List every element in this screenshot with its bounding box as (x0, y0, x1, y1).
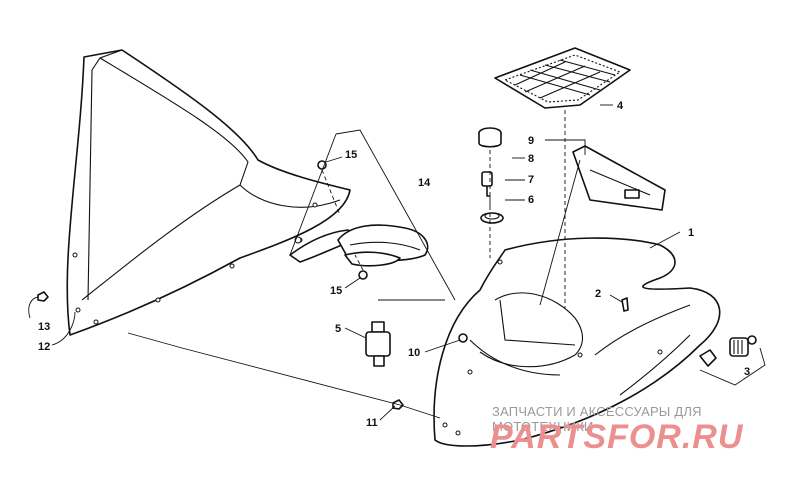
screw-10 (458, 333, 468, 343)
vent-grille (494, 47, 631, 109)
callout-15-bottom: 15 (330, 285, 342, 297)
cap-8 (478, 127, 502, 148)
windshield (66, 49, 351, 336)
key-7 (481, 171, 493, 197)
light-socket (699, 335, 757, 367)
fastener-2 (621, 297, 629, 312)
screw-top (317, 156, 343, 170)
watermark-tagline: ЗАПЧАСТИ И АКСЕССУАРЫ ДЛЯ МОТОТЕХНИКИ (492, 404, 702, 434)
leader-lines (51, 104, 766, 421)
module-9 (572, 145, 666, 211)
switch-5 (365, 321, 391, 367)
watermark-logo: PARTSFOR.RU (490, 418, 744, 456)
callout-13: 13 (38, 321, 50, 333)
callout-5: 5 (335, 323, 341, 335)
callout-11: 11 (366, 417, 378, 429)
ring-6 (480, 212, 504, 224)
callout-7: 7 (528, 174, 534, 186)
mirror-assembly (289, 224, 429, 267)
callout-8: 8 (528, 153, 534, 165)
callout-12: 12 (38, 341, 50, 353)
callout-9: 9 (528, 135, 534, 147)
hood-panel (433, 237, 721, 447)
callout-10: 10 (408, 347, 420, 359)
callout-labels: 1 2 3 4 5 6 7 8 9 10 11 12 13 14 15 15 (38, 100, 750, 429)
callout-6: 6 (528, 194, 534, 206)
callout-4: 4 (617, 100, 624, 112)
callout-2: 2 (595, 288, 601, 300)
callout-15-top: 15 (345, 149, 357, 161)
nut-13 (28, 291, 49, 319)
callout-1: 1 (688, 227, 694, 239)
callout-3: 3 (744, 366, 750, 378)
callout-14: 14 (418, 177, 431, 189)
screw-bottom (344, 270, 368, 289)
